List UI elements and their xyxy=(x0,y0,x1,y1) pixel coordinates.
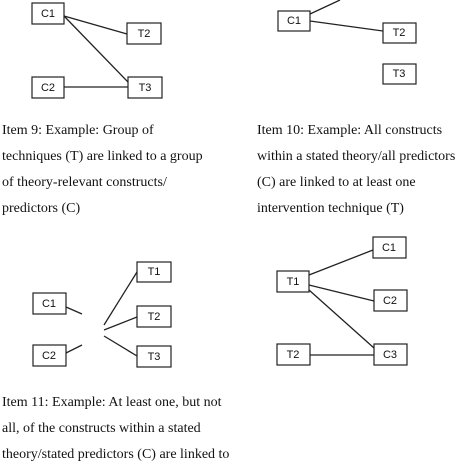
caption-line: (C) are linked to at least one xyxy=(257,175,416,190)
node-c1: C1 xyxy=(277,10,311,32)
caption-line: predictors (C) xyxy=(2,201,81,216)
node-t3: T3 xyxy=(136,345,172,368)
link-t1-c2 xyxy=(308,284,375,302)
link-c1-dash xyxy=(65,306,83,315)
node-label: T1 xyxy=(148,266,161,278)
node-t1: T1 xyxy=(136,261,172,283)
node-c2: C2 xyxy=(373,289,408,312)
caption-line: techniques (T) are linked to a group xyxy=(2,149,203,164)
node-label: T3 xyxy=(393,68,406,80)
node-label: T2 xyxy=(138,28,151,40)
item12-diagram: C1 T1 C2 T2 C3 xyxy=(276,236,408,366)
link-c1-t3 xyxy=(63,15,129,83)
caption-line: intervention technique (T) xyxy=(257,201,404,216)
node-label: C1 xyxy=(287,15,301,27)
node-label: T2 xyxy=(393,27,406,39)
node-t2: T2 xyxy=(126,22,162,45)
node-label: T3 xyxy=(148,351,161,363)
node-c1: C1 xyxy=(31,2,65,25)
node-label: T2 xyxy=(287,349,300,361)
link-t1-c1 xyxy=(308,249,374,276)
node-c1: C1 xyxy=(32,292,67,315)
node-label: C1 xyxy=(382,242,396,254)
node-t2: T2 xyxy=(382,22,417,44)
caption-line: Item 11: Example: At least one, but not xyxy=(2,395,222,410)
node-c3: C3 xyxy=(373,343,408,366)
node-t3: T3 xyxy=(127,76,163,99)
item10-caption: Item 10: Example: All constructs within … xyxy=(257,118,455,222)
caption-line: of theory-relevant constructs/ xyxy=(2,175,167,190)
item9-caption: Item 9: Example: Group of techniques (T)… xyxy=(2,118,203,222)
node-t2: T2 xyxy=(136,305,172,328)
caption-line: Item 10: Example: All constructs xyxy=(257,123,443,138)
node-label: C1 xyxy=(42,298,56,310)
node-t3: T3 xyxy=(382,63,417,85)
caption-line: within a stated theory/all predictors xyxy=(257,149,456,164)
node-label: C2 xyxy=(383,295,397,307)
caption-line: Item 9: Example: Group of xyxy=(2,123,154,138)
caption-line: all, of the constructs within a stated xyxy=(2,421,201,436)
node-c2: C2 xyxy=(32,344,67,367)
node-label: T3 xyxy=(139,82,152,94)
link-t3-dash xyxy=(103,335,138,357)
link-t2-dash xyxy=(103,316,138,331)
item11-diagram: T1 C1 T2 C2 T3 xyxy=(32,261,172,368)
node-label: C3 xyxy=(383,349,397,361)
link-c1-top xyxy=(309,0,341,15)
item10-diagram: C1 T2 T3 xyxy=(277,0,417,85)
caption-line: theory/stated predictors (C) are linked … xyxy=(2,447,230,462)
item11-caption: Item 11: Example: At least one, but not … xyxy=(2,390,229,468)
link-t1-c3 xyxy=(308,289,375,349)
link-t1-dash xyxy=(103,271,138,326)
node-t2: T2 xyxy=(276,343,311,366)
node-label: T2 xyxy=(148,311,161,323)
node-label: C2 xyxy=(42,350,56,362)
node-label: C1 xyxy=(41,8,55,20)
link-c1-t2 xyxy=(63,15,128,35)
node-t1: T1 xyxy=(276,270,310,293)
node-label: C2 xyxy=(41,82,55,94)
link-c1-t2 xyxy=(309,20,384,32)
link-c2-dash xyxy=(65,344,83,354)
node-c2: C2 xyxy=(31,76,65,99)
item9-diagram: C1 T2 C2 T3 xyxy=(31,2,163,99)
node-c1: C1 xyxy=(372,236,407,259)
node-label: T1 xyxy=(287,276,300,288)
